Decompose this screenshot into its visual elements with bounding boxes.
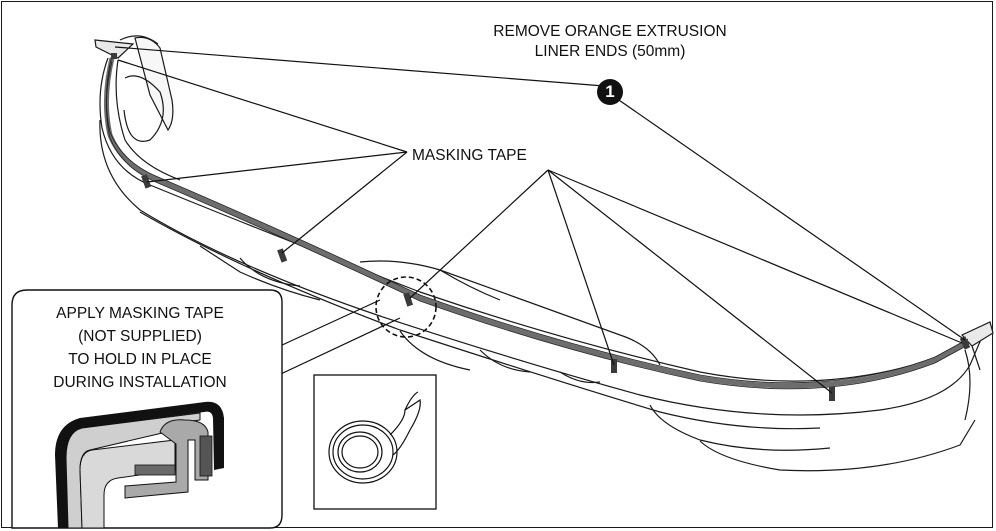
detail-circle [375,276,437,338]
masking-tape-roll-icon [328,391,421,484]
masking-tape-label: MASKING TAPE [412,147,527,164]
inset-line3: TO HOLD IN PLACE [68,351,212,368]
remove-callout-line2: LINER ENDS (50mm) [534,43,686,60]
front-lip-spoiler-drawing [94,35,994,472]
remove-liner-callout: REMOVE ORANGE EXTRUSION LINER ENDS (50mm… [450,22,770,62]
extrusion-profile-section [55,401,224,529]
remove-callout-line1: REMOVE ORANGE EXTRUSION [493,23,727,40]
inset-line4: DURING INSTALLATION [53,374,227,391]
inset-line2: (NOT SUPPLIED) [78,328,202,345]
tape-roll-box [313,374,437,510]
inset-instruction: APPLY MASKING TAPE (NOT SUPPLIED) TO HOL… [20,302,260,394]
step-number-badge: 1 [597,79,623,105]
inset-line1: APPLY MASKING TAPE [56,305,224,322]
tape-pieces [111,53,971,401]
leader-lines [114,46,966,394]
extrusion-trim [103,57,970,389]
